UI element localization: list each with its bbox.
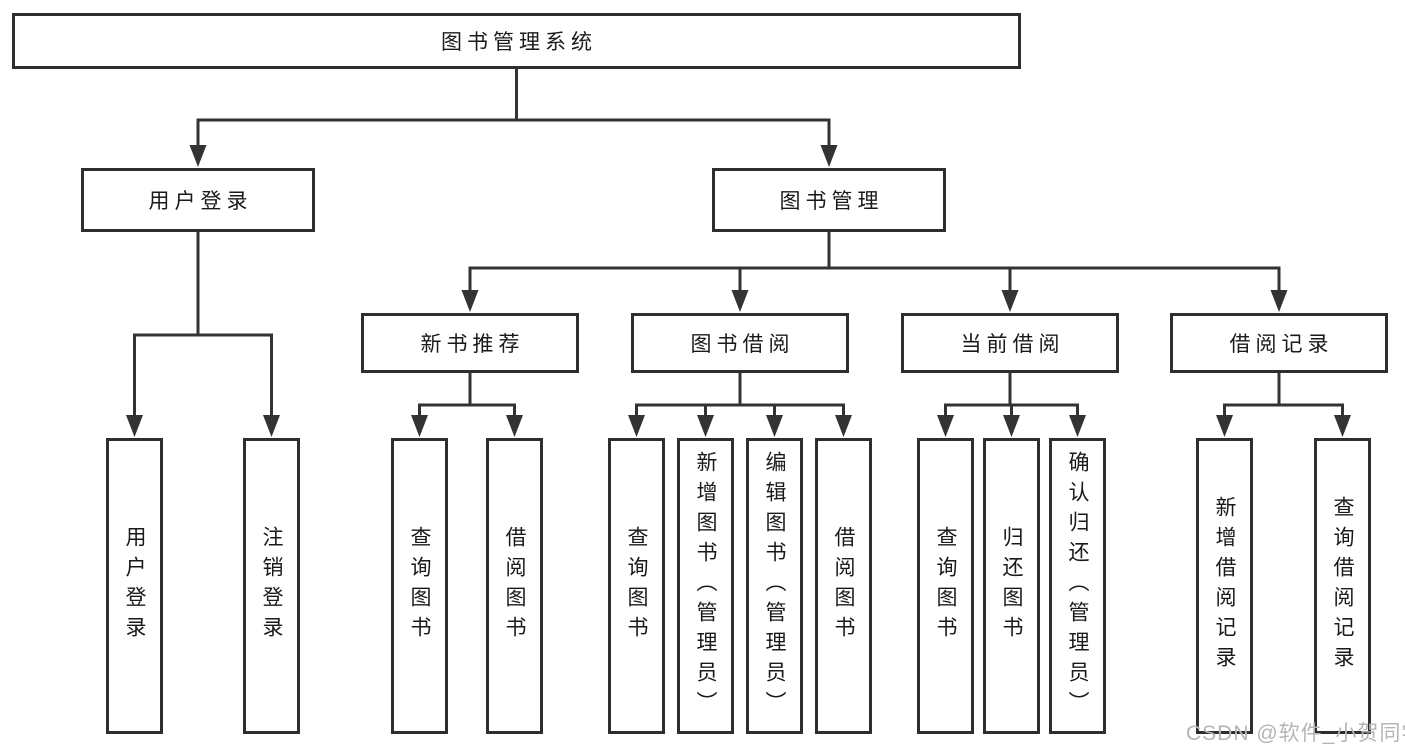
leaf-borrow-add-admin: 新增图书（管理员） xyxy=(677,438,734,734)
leaf-user-login: 用户登录 xyxy=(106,438,163,734)
node-new-book-recommend: 新书推荐 xyxy=(361,313,579,373)
node-book-management-label: 图书管理 xyxy=(779,190,884,213)
node-book-borrow-label: 图书借阅 xyxy=(690,333,795,356)
leaf-current-confirm-admin: 确认归还（管理员） xyxy=(1049,438,1106,734)
leaf-current-query-label: 查询图书 xyxy=(934,526,957,646)
leaf-current-query: 查询图书 xyxy=(917,438,974,734)
leaf-newbook-borrow-label: 借阅图书 xyxy=(503,526,526,646)
node-book-borrow: 图书借阅 xyxy=(631,313,849,373)
leaf-record-query: 查询借阅记录 xyxy=(1314,438,1371,734)
leaf-newbook-borrow: 借阅图书 xyxy=(486,438,543,734)
node-borrow-records-label: 借阅记录 xyxy=(1229,333,1334,356)
node-current-borrow-label: 当前借阅 xyxy=(960,333,1065,356)
node-root: 图书管理系统 xyxy=(12,13,1021,69)
leaf-newbook-query: 查询图书 xyxy=(391,438,448,734)
node-current-borrow: 当前借阅 xyxy=(901,313,1119,373)
leaf-borrow-query-label: 查询图书 xyxy=(625,526,648,646)
leaf-borrow-edit-admin-label: 编辑图书（管理员） xyxy=(763,451,786,721)
leaf-borrow-book-label: 借阅图书 xyxy=(832,526,855,646)
connector-current-borrow-to-leaves xyxy=(937,373,1086,437)
leaf-user-login-label: 用户登录 xyxy=(123,526,146,646)
node-new-book-recommend-label: 新书推荐 xyxy=(420,333,525,356)
connector-user-login-to-leaves xyxy=(126,232,280,437)
leaf-logout-label: 注销登录 xyxy=(260,526,283,646)
leaf-record-query-label: 查询借阅记录 xyxy=(1331,496,1354,676)
leaf-current-return: 归还图书 xyxy=(983,438,1040,734)
node-borrow-records: 借阅记录 xyxy=(1170,313,1388,373)
node-root-label: 图书管理系统 xyxy=(441,31,597,54)
node-book-management: 图书管理 xyxy=(712,168,946,232)
node-user-login: 用户登录 xyxy=(81,168,315,232)
leaf-borrow-query: 查询图书 xyxy=(608,438,665,734)
connector-records-to-leaves xyxy=(1216,373,1351,437)
csdn-watermark: CSDN @软件_小贺同学 xyxy=(1186,722,1405,745)
connector-root-to-level2 xyxy=(189,68,838,167)
leaf-newbook-query-label: 查询图书 xyxy=(408,526,431,646)
leaf-current-confirm-admin-label: 确认归还（管理员） xyxy=(1066,451,1089,721)
leaf-logout: 注销登录 xyxy=(243,438,300,734)
leaf-borrow-add-admin-label: 新增图书（管理员） xyxy=(694,451,717,721)
connector-book-borrow-to-leaves xyxy=(628,373,852,437)
connector-new-book-to-leaves xyxy=(411,373,523,437)
connector-book-mgmt-to-level3 xyxy=(461,232,1288,312)
leaf-borrow-book: 借阅图书 xyxy=(815,438,872,734)
leaf-record-add: 新增借阅记录 xyxy=(1196,438,1253,734)
leaf-borrow-edit-admin: 编辑图书（管理员） xyxy=(746,438,803,734)
node-user-login-label: 用户登录 xyxy=(148,190,253,213)
leaf-current-return-label: 归还图书 xyxy=(1000,526,1023,646)
leaf-record-add-label: 新增借阅记录 xyxy=(1213,496,1236,676)
